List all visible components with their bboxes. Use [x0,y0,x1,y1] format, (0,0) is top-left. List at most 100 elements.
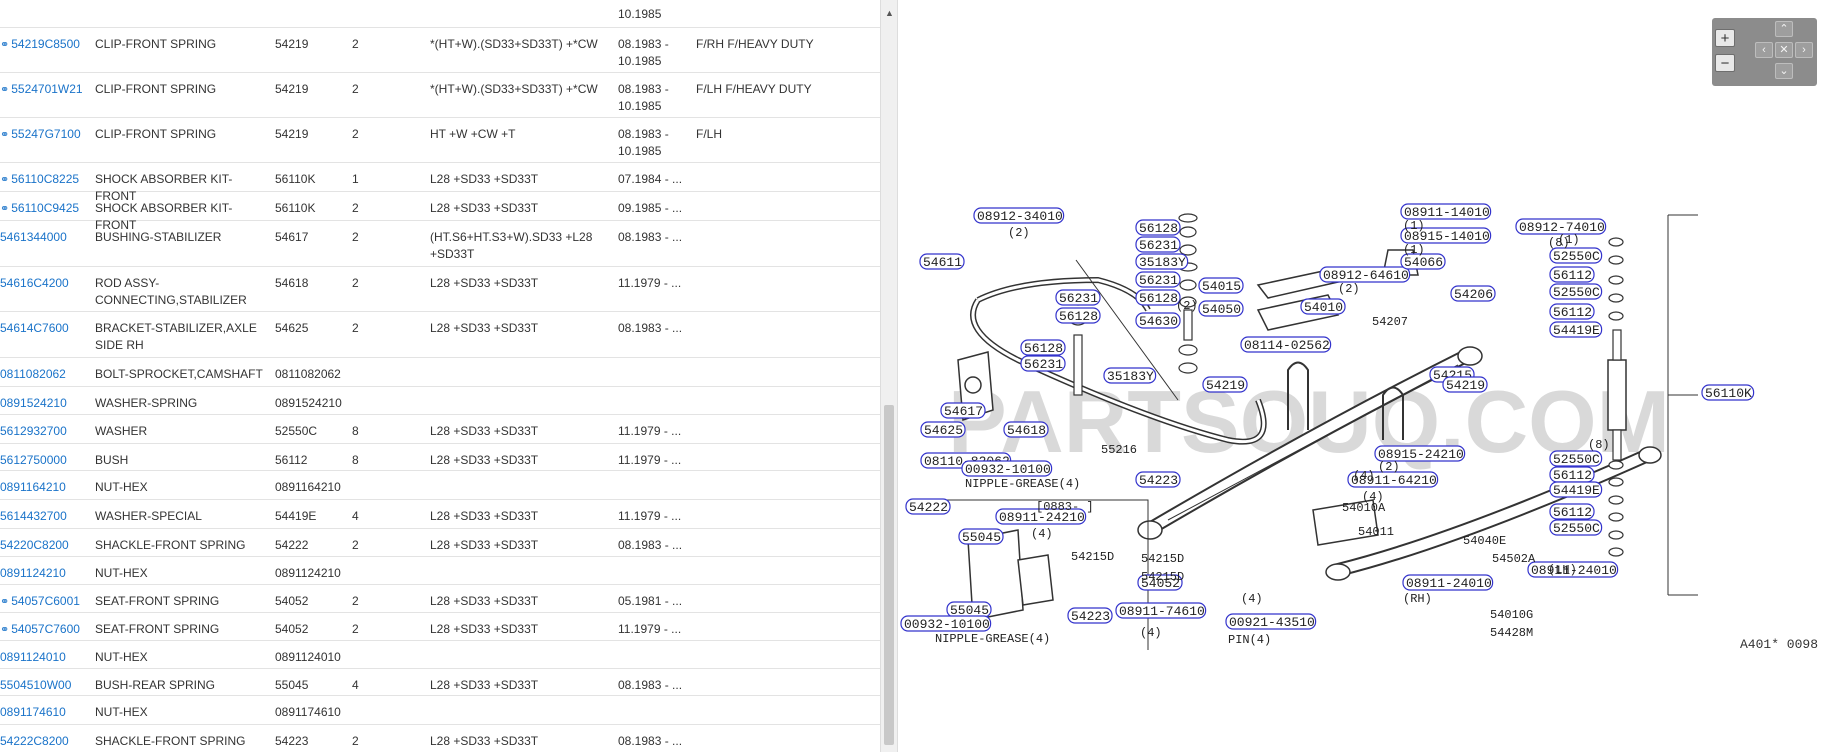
callout-highlight[interactable] [1003,421,1049,438]
callout-highlight[interactable] [1135,271,1181,288]
callout-label[interactable]: 08915-14010 [1404,229,1490,244]
part-number-link[interactable]: 0891164210 [0,479,66,496]
callout-label[interactable]: 56112 [1553,505,1592,520]
callout-highlight[interactable] [1135,312,1181,329]
callout-label[interactable]: 56231 [1139,273,1178,288]
part-number-link[interactable]: 5612932700 [0,423,67,440]
callout-label[interactable]: 52550C [1553,452,1600,467]
callout-label[interactable]: 54052 [1141,576,1180,591]
callout-highlight[interactable] [1400,253,1446,270]
callout-label[interactable]: 08911-24010 [1406,576,1492,591]
callout-highlight[interactable] [973,207,1065,224]
part-number-link[interactable]: 5461344000 [0,229,67,246]
zoom-in-button[interactable]: + [1715,29,1735,47]
callout-highlight[interactable] [1549,481,1603,498]
table-scrollbar[interactable]: ▲ [880,0,898,752]
callout-highlight[interactable] [919,253,965,270]
part-number-text[interactable]: 5612932700 [0,424,67,438]
part-number-link[interactable]: 0891124010 [0,649,66,666]
callout-highlight[interactable] [1300,298,1346,315]
part-number-text[interactable]: 55247G7100 [11,127,81,141]
callout-label[interactable]: 00932-10100 [965,462,1051,477]
part-number-text[interactable]: 0891164210 [0,480,66,494]
callout-highlight[interactable] [1549,321,1603,338]
callout-highlight[interactable] [961,460,1053,477]
callout-label[interactable]: 08911-24210 [999,510,1085,525]
part-number-text[interactable]: 5524701W21 [11,82,83,96]
callout-highlight[interactable] [1400,227,1492,244]
callout-label[interactable]: 54010 [1304,300,1343,315]
part-number-text[interactable]: 0891124010 [0,650,66,664]
callout-highlight[interactable] [900,615,992,632]
callout-highlight[interactable] [1374,445,1466,462]
part-number-link[interactable]: 5612750000 [0,452,67,469]
pan-left-button[interactable]: ‹ [1755,42,1773,58]
callout-highlight[interactable] [1450,285,1496,302]
callout-label[interactable]: 56112 [1553,468,1592,483]
part-number-link[interactable]: ⚭54057C6001 [0,593,80,611]
callout-highlight[interactable] [1020,355,1066,372]
callout-label[interactable]: 56112 [1553,268,1592,283]
part-number-text[interactable]: 0811082062 [0,367,66,381]
part-number-link[interactable]: 54614C7600 [0,320,69,337]
callout-highlight[interactable] [1347,471,1439,488]
callout-label[interactable]: 55045 [962,530,1001,545]
part-number-link[interactable]: ⚭55247G7100 [0,126,81,144]
part-number-text[interactable]: 56110C8225 [11,172,80,186]
callout-highlight[interactable] [1135,471,1181,488]
callout-label[interactable]: 54611 [923,255,962,270]
part-number-link[interactable]: 54222C8200 [0,733,69,750]
callout-highlight[interactable] [1549,303,1595,320]
callout-label[interactable]: 56128 [1139,221,1178,236]
callout-highlight[interactable] [1442,376,1488,393]
callout-highlight[interactable] [1515,218,1607,235]
callout-label[interactable]: 54630 [1139,314,1178,329]
callout-highlight[interactable] [1135,236,1181,253]
callout-label[interactable]: 54066 [1404,255,1443,270]
callout-label[interactable]: 56231 [1024,357,1063,372]
callout-highlight[interactable] [1198,300,1244,317]
callout-label[interactable]: 54222 [909,500,948,515]
part-number-text[interactable]: 54614C7600 [0,321,69,335]
callout-label[interactable]: 35183Y [1107,369,1154,384]
callout-highlight[interactable] [1400,203,1492,220]
callout-highlight[interactable] [1319,266,1411,283]
callout-label[interactable]: 54015 [1202,279,1241,294]
part-number-link[interactable]: 54616C4200 [0,275,69,292]
pan-right-button[interactable]: › [1795,42,1813,58]
part-number-text[interactable]: 5614432700 [0,509,67,523]
part-number-text[interactable]: 5612750000 [0,453,67,467]
callout-highlight[interactable] [1198,277,1244,294]
callout-highlight[interactable] [1402,574,1494,591]
callout-label[interactable]: 56231 [1059,291,1098,306]
callout-label[interactable]: 52550C [1553,285,1600,300]
callout-label[interactable]: 54617 [944,404,983,419]
callout-highlight[interactable] [1055,307,1101,324]
part-number-text[interactable]: 54057C6001 [11,594,80,608]
part-number-text[interactable]: 54220C8200 [0,538,69,552]
callout-label[interactable]: 08912-64610 [1323,268,1409,283]
part-number-link[interactable]: ⚭56110C9425 [0,200,79,218]
callout-label[interactable]: 54419E [1553,323,1600,338]
callout-highlight[interactable] [1549,450,1603,467]
callout-highlight[interactable] [995,508,1087,525]
callout-label[interactable]: 08911-14010 [1404,205,1490,220]
callout-highlight[interactable] [1549,519,1603,536]
callout-highlight[interactable] [1527,561,1619,578]
part-number-link[interactable]: ⚭54219C8500 [0,36,80,54]
callout-label[interactable]: 08911-64210 [1351,473,1437,488]
callout-highlight[interactable] [1135,219,1181,236]
callout-label[interactable]: 56231 [1139,238,1178,253]
callout-label[interactable]: 56128 [1059,309,1098,324]
callout-label[interactable]: 52550C [1553,521,1600,536]
